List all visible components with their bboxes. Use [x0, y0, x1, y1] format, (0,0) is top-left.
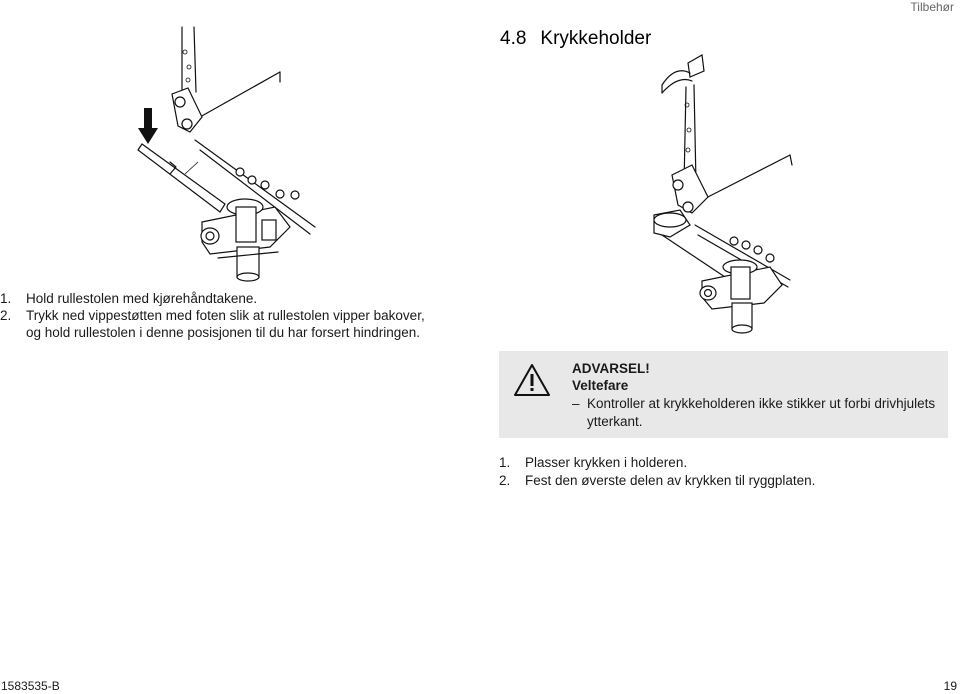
list-item: 1. Plasser krykken i holderen. — [499, 454, 939, 472]
section-number: 4.8 — [500, 28, 527, 49]
left-steps-list: 1.Hold rullestolen med kjørehåndtakene. … — [0, 290, 440, 341]
warning-box: ADVARSEL! Veltefare –Kontroller at krykk… — [499, 351, 948, 438]
warning-subheading: Veltefare — [572, 378, 629, 393]
section-title: 4.8 Krykkeholder — [500, 28, 651, 50]
warning-heading: ADVARSEL! — [572, 361, 650, 376]
step-text: Trykk ned vippestøtten med foten slik at… — [26, 308, 425, 340]
page-number: 19 — [943, 679, 957, 693]
tipping-lever-illustration — [137, 26, 316, 282]
warning-item-text: Kontroller at krykkeholderen ikke stikke… — [587, 396, 936, 429]
list-item: 2. Fest den øverste delen av krykken til … — [499, 472, 939, 490]
header-section-label: Tilbehør — [910, 0, 954, 14]
push-down-arrow-icon — [138, 108, 158, 144]
crutch-holder-illustration — [653, 54, 793, 334]
step-number: 2. — [499, 472, 511, 488]
step-number: 2. — [0, 308, 12, 323]
section-title-text: Krykkeholder — [540, 28, 652, 49]
warning-item: –Kontroller at krykkeholderen ikke stikk… — [572, 395, 959, 431]
warning-item-dash: – — [572, 396, 580, 411]
list-item: 2. Trykk ned vippestøtten med foten slik … — [0, 307, 440, 341]
list-item: 1. Hold rullestolen med kjørehåndtakene. — [0, 290, 440, 307]
step-text: Hold rullestolen med kjørehåndtakene. — [26, 291, 258, 306]
step-number: 1. — [499, 455, 511, 470]
step-text: Plasser krykken i holderen. — [525, 455, 688, 470]
step-number: 1. — [0, 291, 12, 306]
right-steps-list: 1. Plasser krykken i holderen. 2. Fest den… — [499, 454, 939, 489]
document-number: 1583535-B — [1, 679, 60, 693]
warning-triangle-icon — [514, 364, 550, 396]
step-text: Fest den øverste delen av krykken til ry… — [525, 472, 816, 488]
